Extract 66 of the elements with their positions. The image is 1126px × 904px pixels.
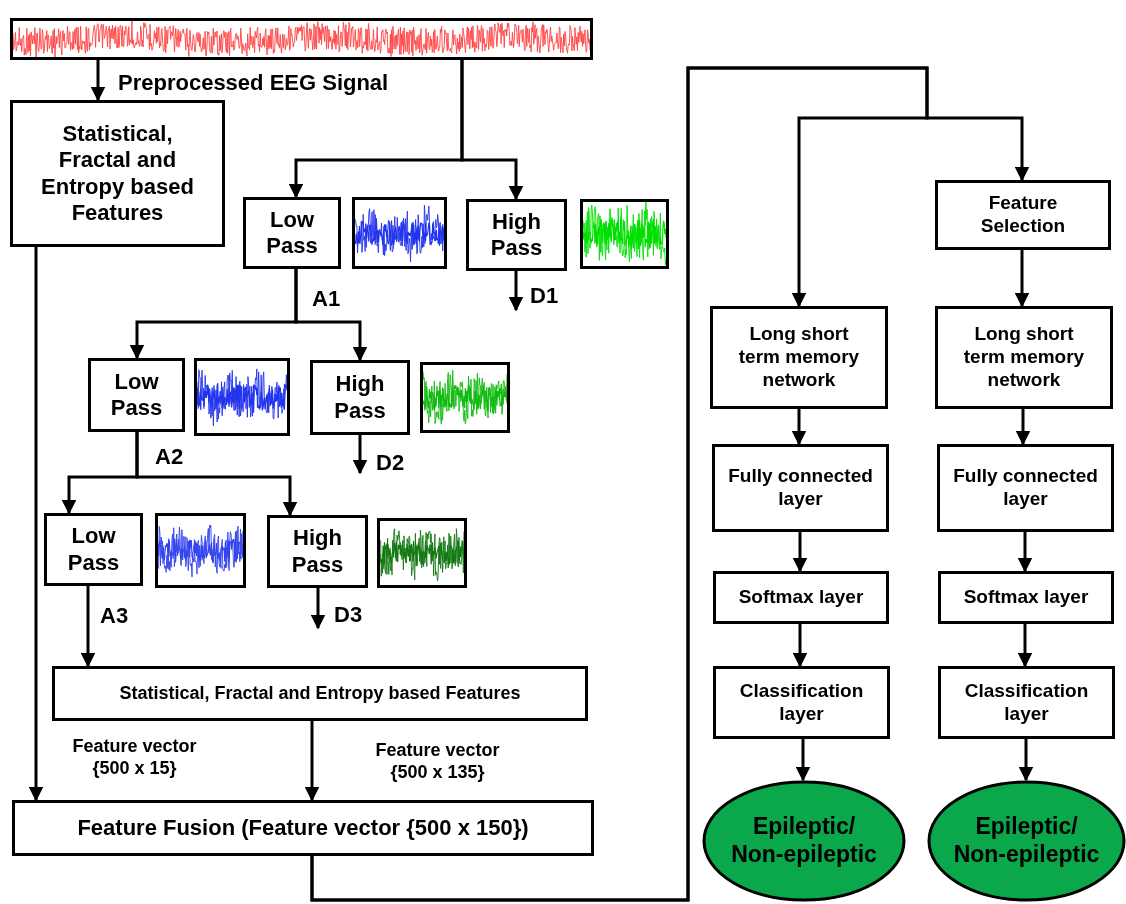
process-box <box>710 306 888 409</box>
process-box <box>267 515 368 588</box>
box-label: Fully connected layer <box>952 465 1099 511</box>
box-label: Feature Fusion (Feature vector {500 x 150}) <box>77 814 529 842</box>
arrow <box>294 269 368 362</box>
picture <box>155 513 246 588</box>
picture <box>194 358 290 436</box>
process-box <box>310 360 410 435</box>
box-label: Feature Selection <box>979 192 1067 238</box>
box-label: Classification layer <box>963 679 1090 726</box>
box-label: Softmax layer <box>962 586 1090 609</box>
arrow <box>310 588 326 630</box>
process-box <box>10 100 225 247</box>
picture <box>420 362 510 433</box>
arrow <box>508 271 524 312</box>
arrow <box>795 739 811 782</box>
arrow <box>1014 250 1030 308</box>
arrow <box>135 432 298 517</box>
picture <box>352 197 447 269</box>
box-label: Softmax layer <box>737 586 865 609</box>
process-box <box>712 444 889 532</box>
box-label: Fully connected layer <box>727 465 874 511</box>
process-box <box>44 513 143 586</box>
picture <box>377 518 467 588</box>
box-label: Long short term memory network <box>962 323 1086 392</box>
box-label: High Pass <box>290 525 345 578</box>
box-label: Epileptic/ Non-epileptic <box>730 813 878 869</box>
box-label: Epileptic/ Non-epileptic <box>952 813 1101 869</box>
arrow <box>1017 532 1033 573</box>
process-box <box>88 358 185 432</box>
box-label: High Pass <box>333 371 387 424</box>
arrow <box>1017 624 1033 668</box>
process-box <box>937 444 1114 532</box>
arrow <box>352 435 368 475</box>
box-label: High Pass <box>489 208 544 262</box>
output-ellipse <box>702 780 906 902</box>
process-box <box>243 197 341 269</box>
arrow <box>792 624 808 668</box>
arrow <box>460 60 524 201</box>
arrow <box>304 721 320 802</box>
arrow <box>90 60 106 102</box>
box-label: Long short term memory network <box>737 323 861 392</box>
box-label: Low Pass <box>265 206 319 260</box>
arrow <box>792 532 808 573</box>
process-box <box>12 800 594 856</box>
box-label: Statistical, Fractal and Entropy based Features <box>119 682 521 705</box>
process-box <box>938 571 1114 624</box>
process-box <box>713 571 889 624</box>
process-box <box>466 199 567 271</box>
arrow <box>80 586 96 668</box>
arrow <box>28 247 44 802</box>
arrow <box>791 409 807 446</box>
arrow <box>1018 739 1034 782</box>
picture <box>10 18 593 60</box>
process-box <box>938 666 1115 739</box>
process-box <box>935 180 1111 250</box>
box-label: Classification layer <box>738 679 865 726</box>
box-label: Low Pass <box>66 523 121 576</box>
picture <box>580 199 669 269</box>
output-ellipse <box>927 780 1126 902</box>
process-box <box>935 306 1113 409</box>
arrow <box>1015 409 1031 446</box>
process-box <box>713 666 890 739</box>
box-label: Low Pass <box>109 368 164 422</box>
process-box <box>52 666 588 721</box>
box-label: Statistical, Fractal and Entropy based Features <box>40 120 195 227</box>
